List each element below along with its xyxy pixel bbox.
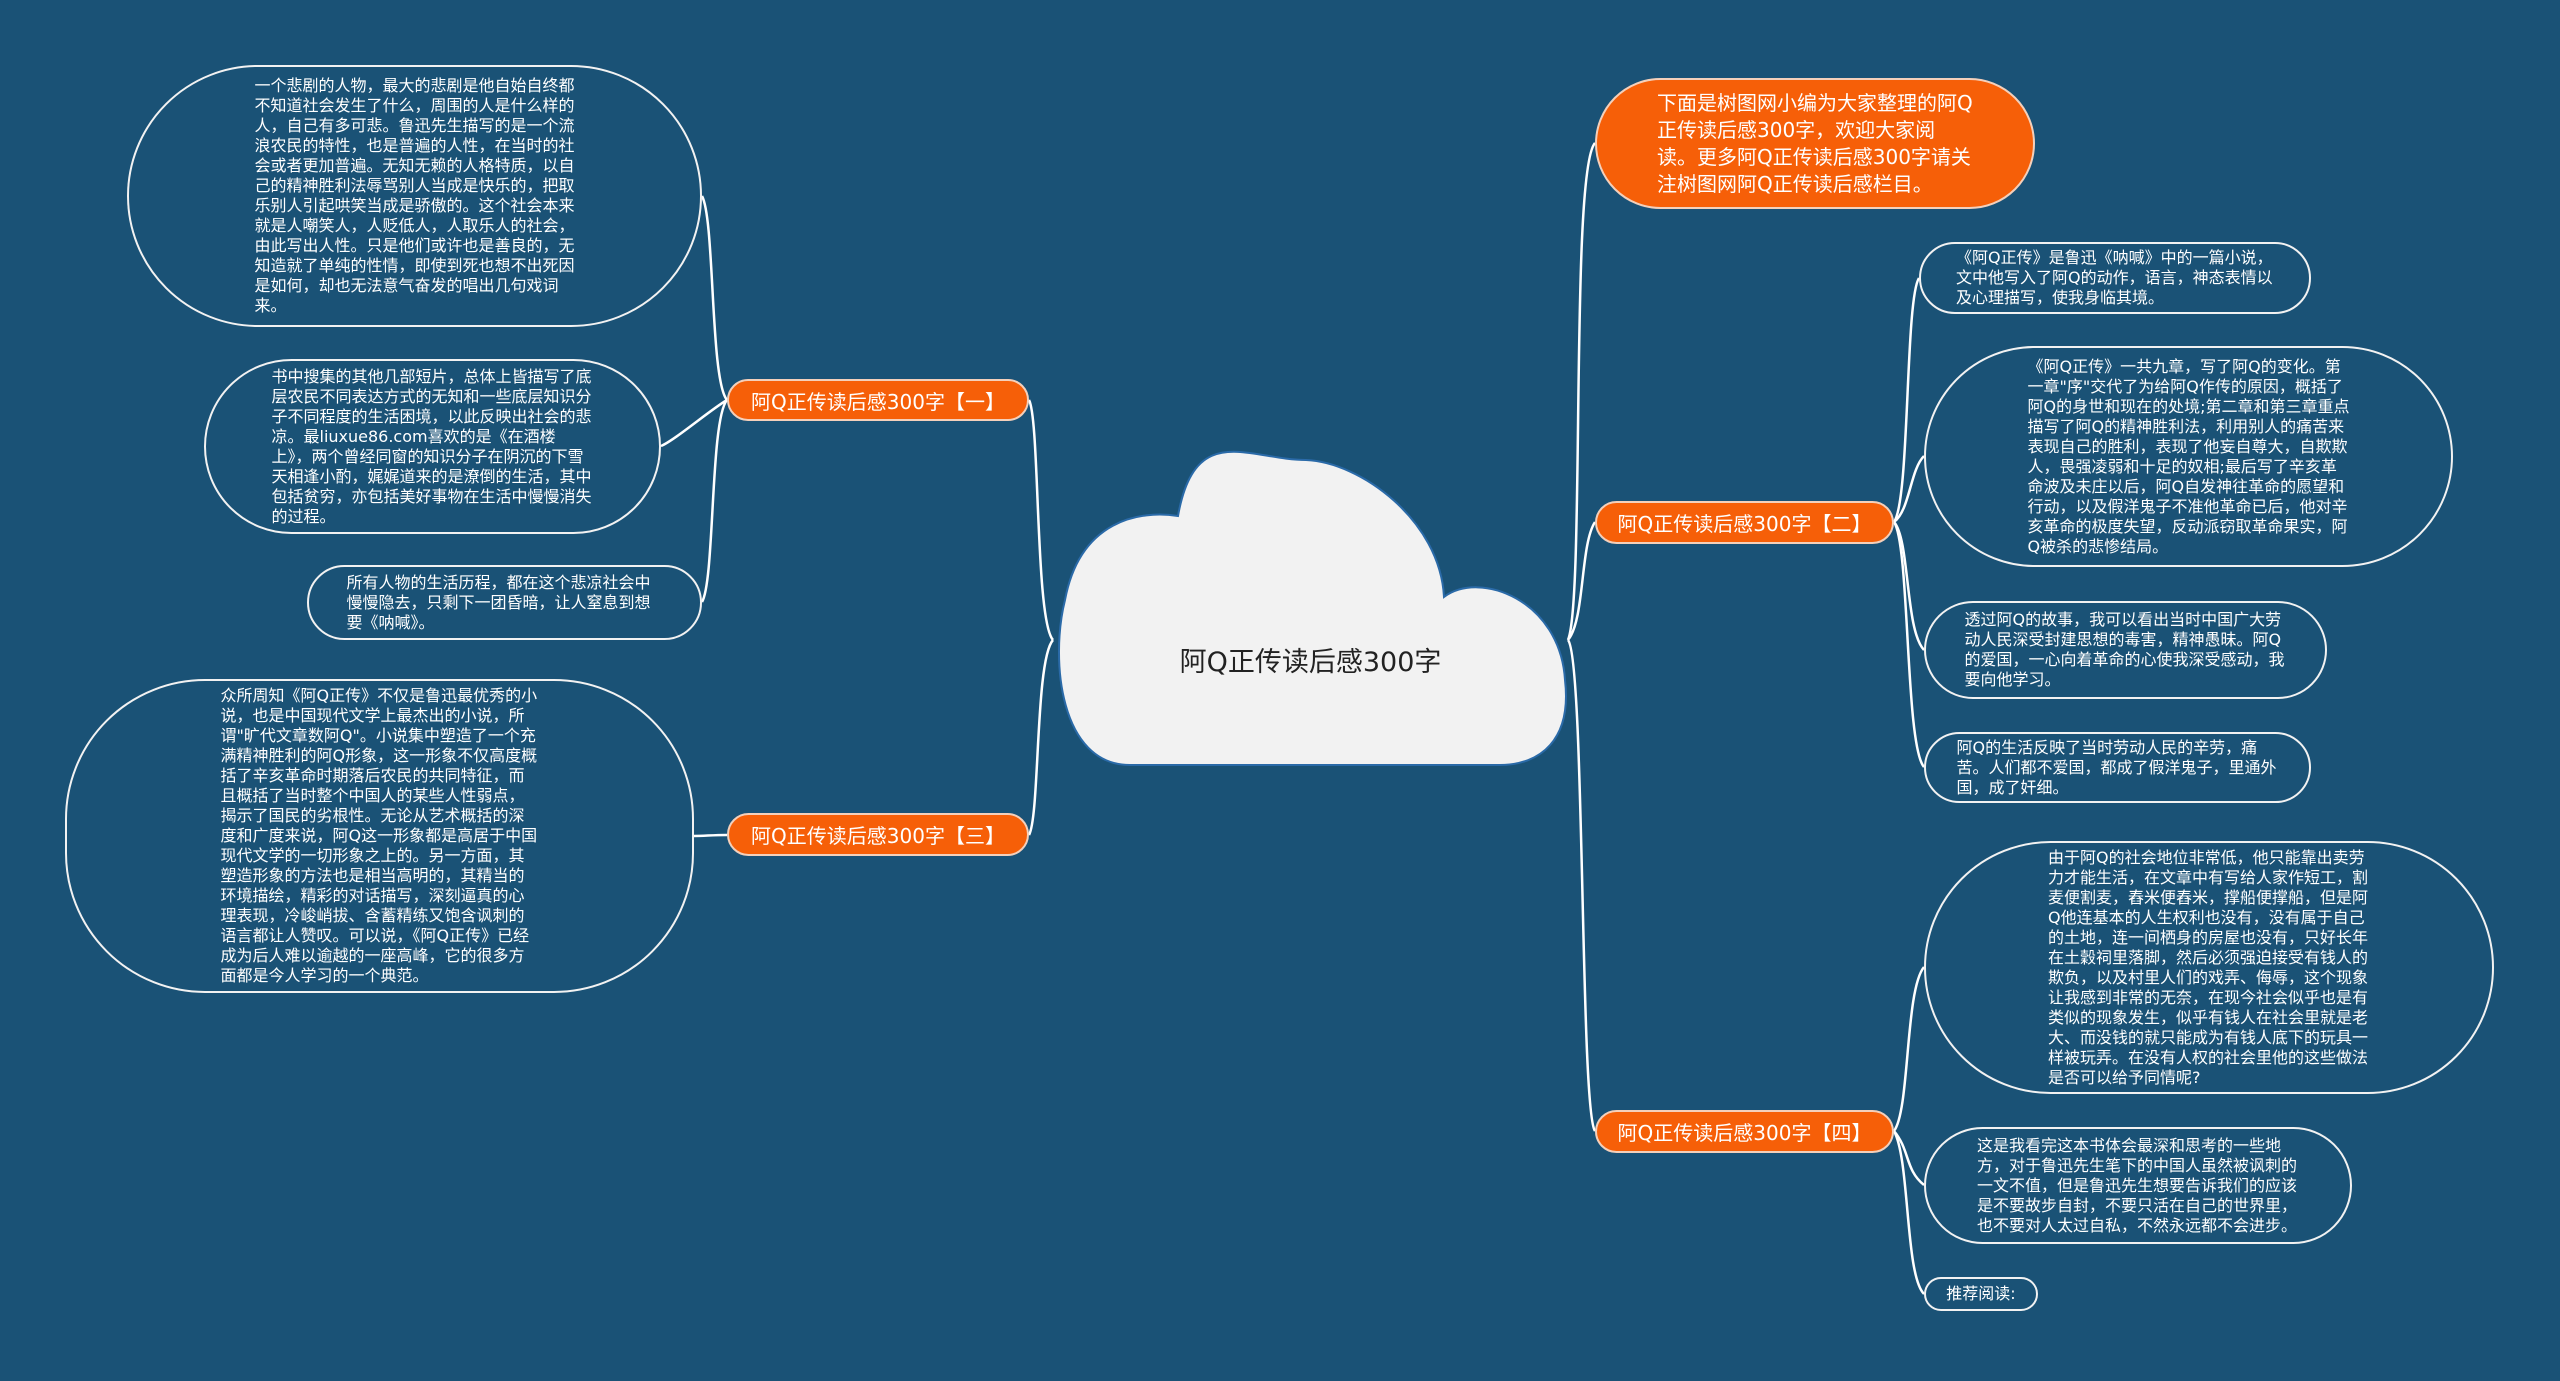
branch-node-4[interactable]: 阿Q正传读后感300字【四】 bbox=[1595, 1110, 1894, 1153]
leaf-text: 《阿Q正传》一共九章，写了阿Q的变化。第一章"序"交代了为给阿Q作传的原因，概括… bbox=[2027, 356, 2350, 556]
intro-text: 下面是树图网小编为大家整理的阿Q正传读后感300字，欢迎大家阅读。更多阿Q正传读… bbox=[1657, 90, 1973, 196]
leaf-node[interactable]: 一个悲剧的人物，最大的悲剧是他自始自终都不知道社会发生了什么，周围的人是什么样的… bbox=[127, 65, 702, 327]
leaf-text: 众所周知《阿Q正传》不仅是鲁迅最优秀的小说，也是中国现代文学上最杰出的小说，所谓… bbox=[220, 686, 538, 985]
leaf-node[interactable]: 《阿Q正传》一共九章，写了阿Q的变化。第一章"序"交代了为给阿Q作传的原因，概括… bbox=[1924, 346, 2453, 567]
leaf-node[interactable]: 《阿Q正传》是鲁迅《呐喊》中的一篇小说，文中他写入了阿Q的动作，语言，神态表情以… bbox=[1919, 242, 2311, 314]
leaf-node[interactable]: 透过阿Q的故事，我可以看出当时中国广大劳动人民深受封建思想的毒害，精神愚昧。阿Q… bbox=[1924, 601, 2327, 699]
leaf-node[interactable]: 所有人物的生活历程，都在这个悲凉社会中慢慢隐去，只剩下一团昏暗，让人窒息到想要《… bbox=[307, 565, 702, 640]
branch-node-2[interactable]: 阿Q正传读后感300字【二】 bbox=[1595, 501, 1894, 544]
leaf-text: 《阿Q正传》是鲁迅《呐喊》中的一篇小说，文中他写入了阿Q的动作，语言，神态表情以… bbox=[1956, 248, 2273, 307]
cloud-shape bbox=[1057, 450, 1567, 766]
leaf-text: 书中搜集的其他几部短片，总体上皆描写了底层农民不同表达方式的无知和一些底层知识分… bbox=[271, 366, 592, 526]
intro-node[interactable]: 下面是树图网小编为大家整理的阿Q正传读后感300字，欢迎大家阅读。更多阿Q正传读… bbox=[1595, 78, 2035, 209]
recommended-reading-node[interactable]: 推荐阅读: bbox=[1924, 1277, 2038, 1311]
leaf-text: 一个悲剧的人物，最大的悲剧是他自始自终都不知道社会发生了什么，周围的人是什么样的… bbox=[254, 76, 575, 315]
leaf-text: 阿Q的生活反映了当时劳动人民的辛劳，痛苦。人们都不爱国，都成了假洋鬼子，里通外国… bbox=[1956, 737, 2277, 797]
branch-node-3[interactable]: 阿Q正传读后感300字【三】 bbox=[727, 813, 1029, 856]
central-topic[interactable]: 阿Q正传读后感300字 bbox=[1179, 647, 1442, 678]
leaf-text: 推荐阅读: bbox=[1946, 1284, 2016, 1303]
leaf-node[interactable]: 阿Q的生活反映了当时劳动人民的辛劳，痛苦。人们都不爱国，都成了假洋鬼子，里通外国… bbox=[1924, 732, 2311, 803]
leaf-text: 由于阿Q的社会地位非常低，他只能靠出卖劳力才能生活，在文章中有写给人家作短工，割… bbox=[2048, 847, 2369, 1087]
leaf-text: 所有人物的生活历程，都在这个悲凉社会中慢慢隐去，只剩下一团昏暗，让人窒息到想要《… bbox=[346, 572, 651, 632]
branch-node-1[interactable]: 阿Q正传读后感300字【一】 bbox=[727, 379, 1029, 421]
leaf-node[interactable]: 这是我看完这本书体会最深和思考的一些地方，对于鲁迅先生笔下的中国人虽然被讽刺的一… bbox=[1924, 1127, 2352, 1244]
leaf-node[interactable]: 书中搜集的其他几部短片，总体上皆描写了底层农民不同表达方式的无知和一些底层知识分… bbox=[204, 359, 661, 534]
leaf-text: 透过阿Q的故事，我可以看出当时中国广大劳动人民深受封建思想的毒害，精神愚昧。阿Q… bbox=[1964, 610, 2285, 689]
leaf-node[interactable]: 众所周知《阿Q正传》不仅是鲁迅最优秀的小说，也是中国现代文学上最杰出的小说，所谓… bbox=[65, 679, 694, 993]
leaf-text: 这是我看完这本书体会最深和思考的一些地方，对于鲁迅先生笔下的中国人虽然被讽刺的一… bbox=[1977, 1135, 2298, 1235]
leaf-node[interactable]: 由于阿Q的社会地位非常低，他只能靠出卖劳力才能生活，在文章中有写给人家作短工，割… bbox=[1924, 841, 2494, 1094]
